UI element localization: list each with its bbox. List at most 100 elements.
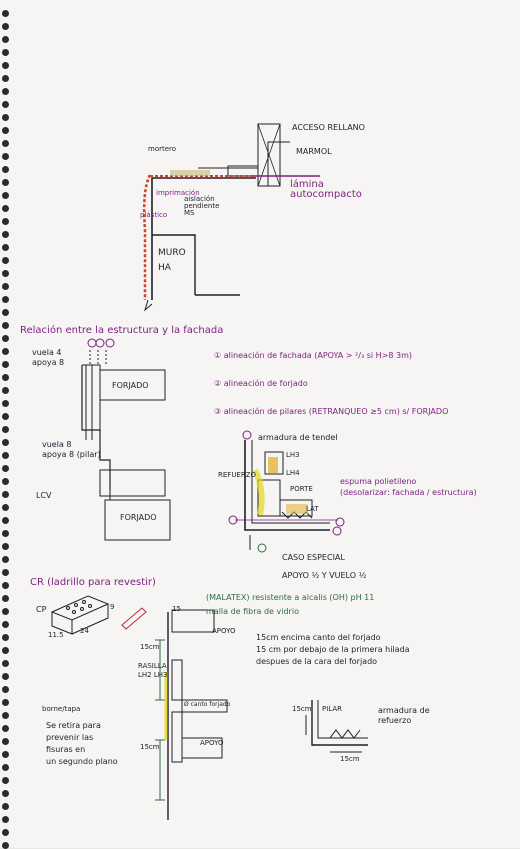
binding-hole — [2, 673, 9, 680]
item-alineacion-fachada: ① alineación de fachada (APOYA > ²/₃ si … — [214, 351, 412, 360]
label-apoyo: APOYO — [212, 627, 236, 635]
rasilla-section-drawing — [155, 609, 228, 820]
label-dim-15d: 15cm — [292, 705, 312, 713]
binding-hole — [2, 803, 9, 810]
label-marmol: MARMOL — [296, 147, 332, 156]
binding-hole — [2, 309, 9, 316]
binding-hole — [2, 374, 9, 381]
label-imprimacion: imprimación — [156, 189, 200, 197]
binding-hole — [2, 595, 9, 602]
binding-hole — [2, 62, 9, 69]
binding-hole — [2, 452, 9, 459]
label-malatex: (MALATEX) resistente a alcalis (OH) pH 1… — [206, 593, 375, 602]
label-cr: CR (ladrillo para revestir) — [30, 577, 156, 588]
binding-hole — [2, 361, 9, 368]
binding-hole — [2, 205, 9, 212]
mesh-strip — [121, 607, 147, 630]
label-plastico: plástico — [140, 211, 168, 219]
pilar-detail-drawing — [305, 700, 368, 753]
binding-hole — [2, 140, 9, 147]
label-mortero: mortero — [148, 145, 177, 153]
binding-hole — [2, 582, 9, 589]
binding-hole — [2, 608, 9, 615]
binding-hole — [2, 101, 9, 108]
binding-hole — [2, 686, 9, 693]
binding-hole — [2, 23, 9, 30]
binding-hole — [2, 751, 9, 758]
binding-hole — [2, 647, 9, 654]
label-dim-15b: 15cm — [140, 643, 160, 651]
binding-hole — [2, 764, 9, 771]
binding-hole — [2, 660, 9, 667]
label-forjado-1: FORJADO — [112, 381, 149, 390]
label-apoyo-2: APOYO — [200, 739, 224, 747]
binding-hole — [2, 530, 9, 537]
binding-hole — [2, 634, 9, 641]
label-dim-15e: 15cm — [340, 755, 360, 763]
binding-hole — [2, 491, 9, 498]
binding-hole — [2, 790, 9, 797]
binding-hole — [2, 517, 9, 524]
binding-hole — [2, 569, 9, 576]
binding-hole — [2, 231, 9, 238]
binding-hole — [2, 114, 9, 121]
binding-hole — [2, 439, 9, 446]
binding-hole — [2, 322, 9, 329]
label-armadura-tendel: armadura de tendel — [258, 433, 338, 442]
binding-hole — [2, 270, 9, 277]
label-vuela8: vuela 8 apoya 8 (pilar) — [42, 440, 101, 460]
binding-hole — [2, 218, 9, 225]
binding-hole — [2, 543, 9, 550]
binding-hole — [2, 504, 9, 511]
binding-hole — [2, 10, 9, 17]
binding-hole — [2, 426, 9, 433]
binding-hole — [2, 465, 9, 472]
binding-hole — [2, 621, 9, 628]
binding-hole — [2, 829, 9, 836]
binding-hole — [2, 725, 9, 732]
brick-drawing — [50, 595, 110, 635]
binding-hole — [2, 413, 9, 420]
binding-hole — [2, 712, 9, 719]
binding-hole — [2, 49, 9, 56]
label-dim-115: 11.5 — [48, 631, 64, 639]
label-rasilla: RASILLA LH2 LH3 — [138, 662, 168, 680]
label-vuela: vuela 4 apoya 8 — [32, 348, 65, 368]
label-aislacion: aislación pendiente MS — [184, 195, 220, 217]
binding-hole — [2, 478, 9, 485]
facade-section-drawing — [81, 350, 171, 541]
label-dim-9: 9 — [110, 603, 115, 611]
binding-hole — [2, 556, 9, 563]
binding-hole — [2, 842, 9, 849]
label-lh4: LH4 — [286, 469, 300, 477]
label-acceso-rellano: ACCESO RELLANO — [292, 123, 365, 132]
label-dim-24: 24 — [80, 627, 89, 635]
label-dim-15a: 15 — [172, 605, 181, 613]
label-forjado-2: FORJADO — [120, 513, 157, 522]
label-espuma: espuma polietileno (desolarizar: fachada… — [340, 477, 477, 498]
binding-hole — [2, 699, 9, 706]
top-detail-drawing — [144, 123, 320, 312]
label-apoyo-vuelo: APOYO ½ Y VUELO ½ — [282, 571, 367, 580]
binding-hole — [2, 777, 9, 784]
circle-marker — [87, 338, 97, 348]
binding-hole — [2, 387, 9, 394]
binding-hole — [2, 335, 9, 342]
label-lamina: lámina autocompacto — [290, 179, 362, 200]
binding-hole — [2, 127, 9, 134]
section-title: Relación entre la estructura y la fachad… — [20, 325, 224, 336]
corner-detail-drawing — [235, 440, 338, 550]
label-lcv: LCV — [36, 491, 52, 500]
binding-hole — [2, 88, 9, 95]
notes-right: 15cm encima canto del forjado 15 cm por … — [256, 633, 410, 666]
binding-hole — [2, 179, 9, 186]
label-refuerzo: REFUERZO — [218, 471, 257, 479]
label-armadura-refuerzo: armadura de refuerzo — [378, 706, 430, 726]
label-cp: CP — [36, 605, 47, 614]
label-caso-especial: CASO ESPECIAL — [282, 553, 345, 562]
binding-hole — [2, 257, 9, 264]
item-alineacion-pilares: ③ alineación de pilares (RETRANQUEO ≥5 c… — [214, 407, 449, 416]
binding-hole — [2, 244, 9, 251]
